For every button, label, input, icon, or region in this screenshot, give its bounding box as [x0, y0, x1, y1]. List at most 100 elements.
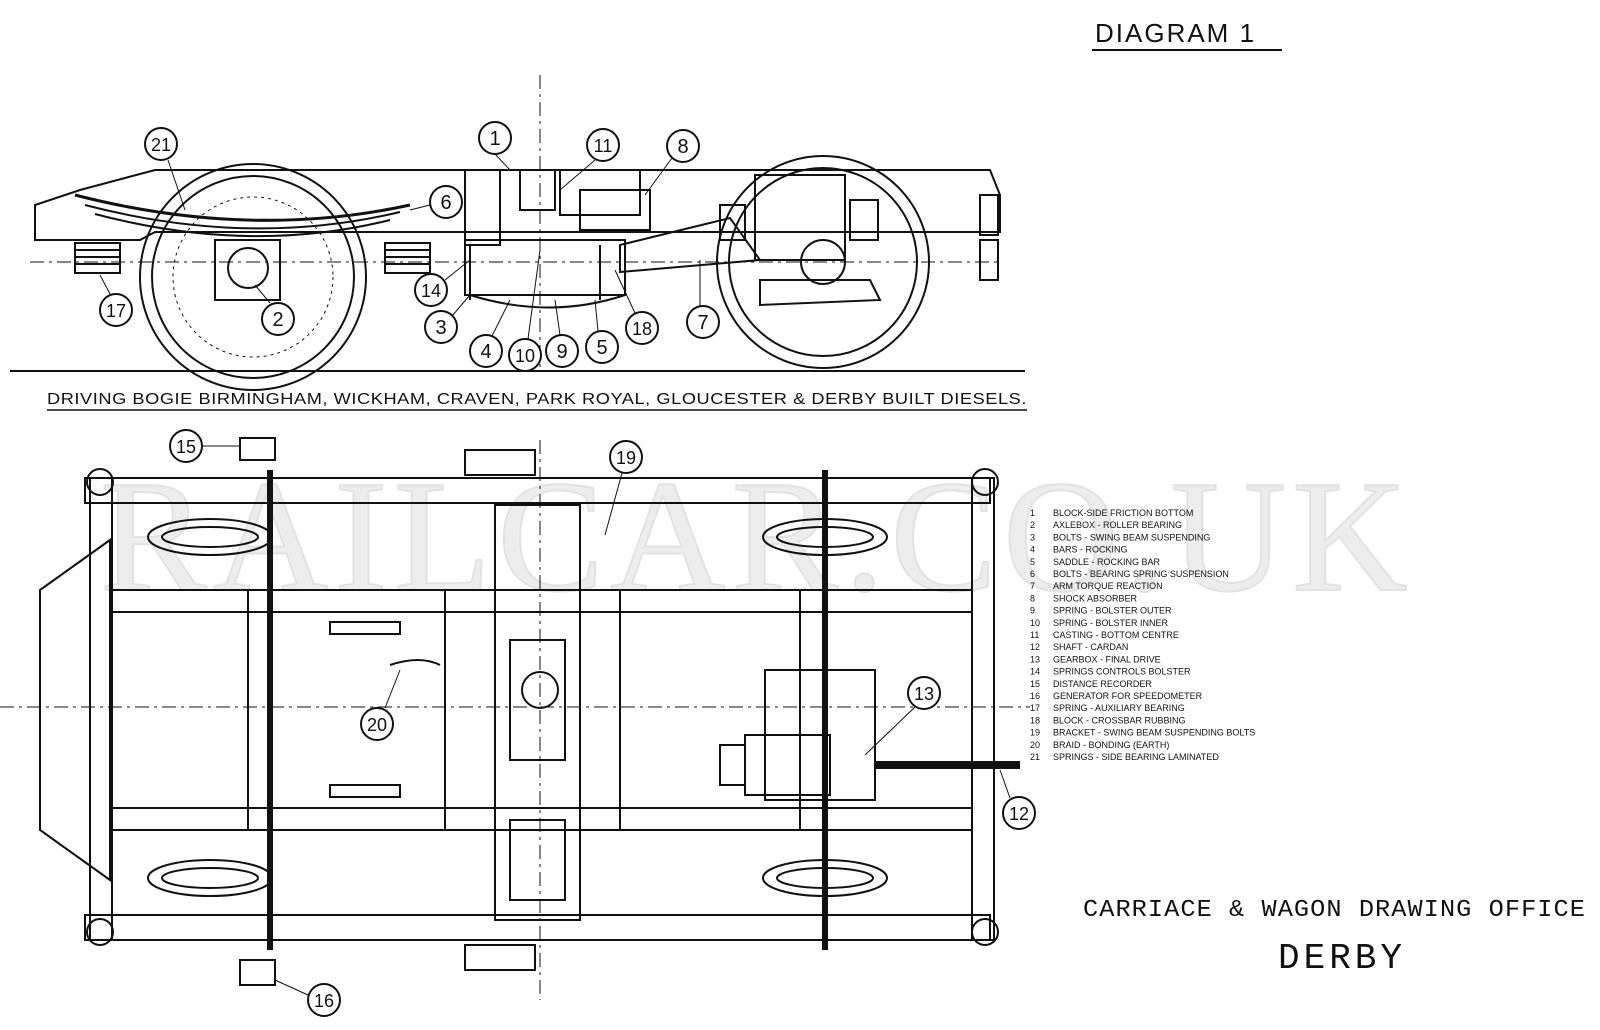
legend-text: SPRING - BOLSTER INNER: [1053, 618, 1169, 628]
legend-text: BLOCK-SIDE FRICTION BOTTOM: [1053, 508, 1193, 518]
watermark: RAILCAR.CO.UK: [100, 447, 1414, 625]
callout-19: 19: [604, 440, 643, 536]
svg-text:14: 14: [421, 281, 441, 301]
legend-text: BOLTS - SWING BEAM SUSPENDING: [1053, 532, 1210, 542]
callout-5: 5: [585, 299, 619, 364]
aux-spring-right: [384, 242, 431, 274]
callout-14: 14: [414, 259, 471, 307]
wheel-bottom-left: [147, 859, 273, 897]
callout-17: 17: [99, 274, 133, 327]
callout-7: 7: [686, 260, 720, 339]
laminated-spring: [74, 193, 411, 222]
legend-text: SHAFT - CARDAN: [1053, 642, 1128, 652]
legend-number: 16: [1030, 691, 1040, 701]
legend-number: 6: [1030, 569, 1035, 579]
callout-11: 11: [559, 128, 620, 191]
side-elevation: [10, 75, 1025, 391]
callout-4: 4: [469, 299, 511, 368]
legend-number: 7: [1030, 581, 1035, 591]
legend-text: GENERATOR FOR SPEEDOMETER: [1053, 691, 1203, 701]
svg-text:4: 4: [480, 341, 491, 363]
frame-right-side: [971, 477, 995, 941]
plan-view: [0, 437, 1030, 1000]
svg-text:19: 19: [616, 448, 636, 468]
svg-text:13: 13: [914, 684, 934, 704]
legend-text: SADDLE - ROCKING BAR: [1053, 557, 1161, 567]
legend-text: SPRINGS CONTROLS BOLSTER: [1053, 667, 1191, 677]
legend-text: CASTING - BOTTOM CENTRE: [1053, 630, 1179, 640]
callout-18: 18: [614, 269, 659, 345]
legend-text: ARM TORQUE REACTION: [1053, 581, 1163, 591]
svg-text:20: 20: [367, 715, 387, 735]
svg-text:10: 10: [515, 346, 535, 366]
callout-9: 9: [545, 299, 579, 368]
bolster: [494, 504, 581, 921]
axlebox: [214, 239, 281, 301]
side-frame: [34, 169, 1001, 241]
legend-text: BRAID - BONDING (EARTH): [1053, 740, 1169, 750]
callout-2: 2: [254, 284, 295, 336]
callout-21: 21: [144, 127, 186, 211]
svg-text:6: 6: [440, 192, 451, 214]
legend-text: GEARBOX - FINAL DRIVE: [1053, 654, 1161, 664]
legend-text: BOLTS - BEARING SPRING SUSPENSION: [1053, 569, 1229, 579]
svg-text:8: 8: [677, 136, 688, 158]
legend-number: 11: [1030, 630, 1039, 640]
svg-text:11: 11: [594, 136, 613, 156]
svg-text:7: 7: [697, 312, 708, 334]
legend-number: 21: [1030, 752, 1040, 762]
legend-number: 12: [1030, 642, 1040, 652]
callout-13: 13: [864, 676, 941, 756]
legend-number: 8: [1030, 593, 1035, 603]
svg-text:16: 16: [314, 991, 334, 1011]
legend-text: SPRINGS - SIDE BEARING LAMINATED: [1053, 752, 1219, 762]
svg-text:18: 18: [632, 319, 652, 339]
svg-text:5: 5: [596, 337, 607, 359]
callout-bubbles: 1 2 3 4 5 6 7 8 9 10 11 12 13 14 15 16 1…: [99, 121, 1036, 1017]
legend-number: 14: [1030, 667, 1040, 677]
legend-number: 13: [1030, 654, 1040, 664]
legend-text: AXLEBOX - ROLLER BEARING: [1053, 520, 1182, 530]
callout-1: 1: [478, 121, 512, 171]
office-line-1: CARRIACE & WAGON DRAWING OFFICE: [1083, 897, 1586, 924]
legend-number: 19: [1030, 728, 1040, 738]
legend-number: 15: [1030, 679, 1040, 689]
headstock: [39, 538, 111, 882]
aux-spring-left: [74, 242, 121, 274]
legend-text: BLOCK - CROSSBAR RUBBING: [1053, 715, 1186, 725]
torque-arm: [619, 216, 762, 274]
legend-number: 18: [1030, 715, 1040, 725]
svg-text:15: 15: [176, 437, 196, 457]
legend-number: 17: [1030, 703, 1040, 713]
legend-text: BRACKET - SWING BEAM SUSPENDING BOLTS: [1053, 728, 1255, 738]
parts-legend: 1 BLOCK-SIDE FRICTION BOTTOM 2 AXLEBOX - RO…: [1030, 508, 1255, 762]
svg-text:17: 17: [106, 301, 126, 321]
legend-text: DISTANCE RECORDER: [1053, 679, 1152, 689]
svg-text:9: 9: [556, 341, 567, 363]
callout-20: 20: [360, 669, 401, 741]
legend-number: 5: [1030, 557, 1035, 567]
legend-number: 10: [1030, 618, 1040, 628]
svg-text:2: 2: [272, 309, 283, 331]
legend-number: 20: [1030, 740, 1040, 750]
legend-text: SHOCK ABSORBER: [1053, 593, 1138, 603]
legend-number: 3: [1030, 532, 1035, 542]
callout-16: 16: [274, 979, 341, 1017]
diagram-title: DIAGRAM 1: [1095, 18, 1256, 48]
office-line-2: DERBY: [1278, 938, 1406, 979]
legend-number: 1: [1030, 508, 1035, 518]
callout-10: 10: [508, 249, 542, 372]
frame-left-side: [89, 477, 113, 941]
callout-8: 8: [644, 129, 700, 196]
svg-text:12: 12: [1009, 804, 1029, 824]
legend-number: 9: [1030, 606, 1035, 616]
callout-15: 15: [169, 429, 240, 463]
side-view-caption: DRIVING BOGIE BIRMINGHAM, WICKHAM, CRAVE…: [47, 391, 1027, 408]
legend-text: SPRING - AUXILIARY BEARING: [1053, 703, 1185, 713]
svg-text:21: 21: [151, 135, 171, 155]
legend-number: 2: [1030, 520, 1035, 530]
frame-bottom-rail: [84, 914, 991, 941]
callout-12: 12: [999, 769, 1036, 830]
